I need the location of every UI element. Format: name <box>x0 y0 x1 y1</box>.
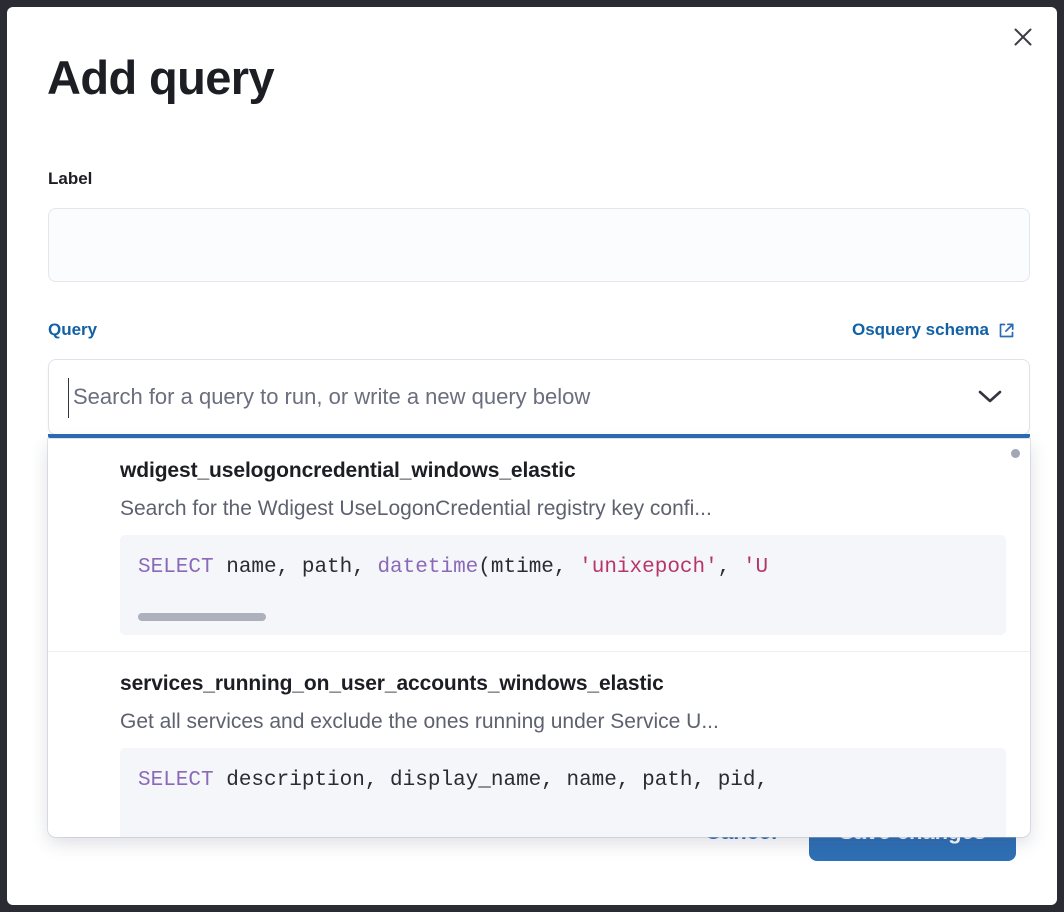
external-link-icon <box>997 321 1016 340</box>
list-item[interactable]: services_running_on_user_accounts_window… <box>48 651 1030 837</box>
label-field-caption: Label <box>48 169 93 188</box>
suggestion-title: services_running_on_user_accounts_window… <box>120 672 664 695</box>
suggestion-list: wdigest_uselogoncredential_windows_elast… <box>48 439 1030 837</box>
suggestion-code-block: SELECT name, path, datetime(mtime, 'unix… <box>120 535 1006 635</box>
text-caret <box>68 378 69 418</box>
add-query-modal: Add query Label Query Osquery schema Sea… <box>7 7 1057 905</box>
dropdown-scrollbar[interactable] <box>1011 449 1020 458</box>
query-combobox-placeholder: Search for a query to run, or write a ne… <box>73 384 591 409</box>
list-item[interactable]: wdigest_uselogoncredential_windows_elast… <box>48 439 1030 651</box>
osquery-schema-label: Osquery schema <box>851 320 989 339</box>
query-combobox[interactable]: Search for a query to run, or write a ne… <box>48 359 1030 435</box>
query-field-caption: Query <box>48 320 98 339</box>
chevron-down-icon[interactable] <box>975 360 1005 434</box>
suggestion-sql: SELECT name, path, datetime(mtime, 'unix… <box>138 556 769 579</box>
page-title: Add query <box>47 51 275 104</box>
suggestion-title: wdigest_uselogoncredential_windows_elast… <box>120 459 576 482</box>
suggestion-code-block: SELECT description, display_name, name, … <box>120 748 1006 837</box>
label-input[interactable] <box>48 208 1030 282</box>
suggestion-sql: SELECT description, display_name, name, … <box>138 769 769 792</box>
close-icon[interactable] <box>1005 19 1041 55</box>
query-suggestions-dropdown[interactable]: wdigest_uselogoncredential_windows_elast… <box>48 439 1030 837</box>
code-horizontal-scrollbar[interactable] <box>138 613 266 621</box>
suggestion-description: Get all services and exclude the ones ru… <box>120 710 719 733</box>
combobox-focus-underline <box>48 434 1030 438</box>
suggestion-description: Search for the Wdigest UseLogonCredentia… <box>120 497 712 520</box>
osquery-schema-link[interactable]: Osquery schema <box>852 320 1016 340</box>
